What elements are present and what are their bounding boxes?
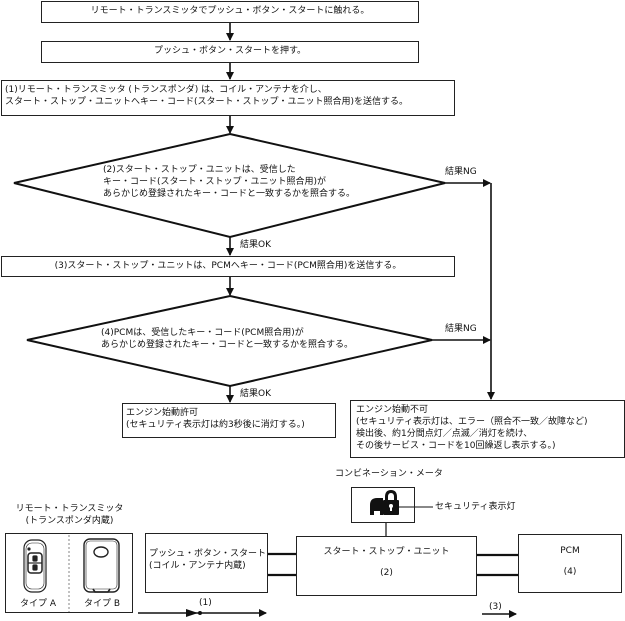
signal-3-label: (3) bbox=[489, 602, 502, 612]
decision4-ok-label: 結果OK bbox=[240, 389, 271, 399]
step-touch-box: リモート・トランスミッタでプッシュ・ボタン・スタートに触れる。 bbox=[41, 1, 419, 23]
decision2-line3: あらかじめ登録されたキー・コードと一致するかを照合する。 bbox=[103, 189, 356, 199]
type-a-label: タイプ A bbox=[19, 599, 57, 609]
step3-text: (3)スタート・ストップ・ユニットは、PCMへキー・コード(PCM照合用)を送信… bbox=[54, 261, 402, 271]
step3-box: (3)スタート・ストップ・ユニットは、PCMへキー・コード(PCM照合用)を送信… bbox=[1, 256, 455, 277]
engine-ng-line3: 検出後、約1分間点灯／点滅／消灯を続け、 bbox=[356, 429, 533, 439]
engine-ok-box: エンジン始動許可 (セキュリティ表示灯は約3秒後に消灯する。) bbox=[122, 403, 336, 438]
step1-line2: スタート・ストップ・ユニットへキー・コード(スタート・ストップ・ユニット照合用)… bbox=[5, 97, 409, 107]
type-b-label: タイプ B bbox=[83, 599, 121, 609]
remote-transmitter-box bbox=[5, 533, 133, 613]
ssu-number: (2) bbox=[380, 568, 393, 578]
security-lamp-label: セキュリティ表示灯 bbox=[435, 502, 516, 512]
engine-ng-box: エンジン始動不可 (セキュリティ表示灯は、エラー（照合不一致／故障など) 検出後… bbox=[350, 400, 625, 458]
step-press-box: プッシュ・ボタン・スタートを押す。 bbox=[41, 41, 419, 63]
engine-ng-line4: その後サービス・コードを10回繰返し表示する。) bbox=[356, 441, 556, 451]
decision4-ng-label: 結果NG bbox=[445, 324, 477, 334]
engine-ok-line2: (セキュリティ表示灯は約3秒後に消灯する。) bbox=[126, 420, 305, 430]
pcm-label: PCM bbox=[560, 546, 580, 556]
combination-meter-box bbox=[351, 487, 415, 523]
engine-ng-line2: (セキュリティ表示灯は、エラー（照合不一致／故障など) bbox=[356, 417, 588, 427]
decision4-line2: あらかじめ登録されたキー・コードと一致するかを照合する。 bbox=[101, 340, 354, 350]
push-button-start-box: プッシュ・ボタン・スタート (コイル・アンテナ内蔵) bbox=[145, 533, 268, 593]
car-lock-icon bbox=[370, 490, 399, 515]
signal-1-label: (1) bbox=[199, 598, 212, 608]
signal-arrow-1-mid-head bbox=[186, 609, 198, 617]
step1-box: (1)リモート・トランスミッタ (トランスポンダ) は、コイル・アンテナを介し、… bbox=[1, 80, 455, 116]
signal-arrow-1-dot bbox=[198, 611, 202, 615]
push-button-line2: (コイル・アンテナ内蔵) bbox=[149, 561, 246, 571]
start-stop-unit-box: スタート・ストップ・ユニット (2) bbox=[296, 536, 477, 596]
pcm-number: (4) bbox=[563, 567, 577, 577]
remote-title-line1: リモート・トランスミッタ bbox=[15, 504, 124, 514]
pcm-box: PCM (4) bbox=[518, 534, 622, 593]
step-touch-text: リモート・トランスミッタでプッシュ・ボタン・スタートに触れる。 bbox=[90, 6, 370, 16]
decision2-line2: キー・コード(スタート・ストップ・ユニット照合用)が bbox=[103, 177, 327, 187]
decision4-line1: (4)PCMは、受信したキー・コード(PCM照合用)が bbox=[101, 328, 304, 338]
remote-title-line2: (トランスポンダ内蔵) bbox=[25, 516, 114, 526]
step-press-text: プッシュ・ボタン・スタートを押す。 bbox=[153, 46, 307, 56]
key-fob-type-a-icon bbox=[23, 539, 47, 593]
push-button-line1: プッシュ・ボタン・スタート bbox=[149, 549, 267, 559]
engine-ng-line1: エンジン始動不可 bbox=[356, 405, 429, 415]
decision2-ok-label: 結果OK bbox=[240, 240, 271, 250]
decision2-ng-label: 結果NG bbox=[445, 167, 477, 177]
engine-ok-line1: エンジン始動許可 bbox=[126, 408, 199, 418]
key-fob-type-b-icon bbox=[83, 538, 120, 593]
decision2-line1: (2)スタート・ストップ・ユニットは、受信した bbox=[103, 165, 296, 175]
step1-line1: (1)リモート・トランスミッタ (トランスポンダ) は、コイル・アンテナを介し、 bbox=[5, 85, 327, 95]
meter-title: コンビネーション・メータ bbox=[335, 469, 443, 479]
ssu-label: スタート・ストップ・ユニット bbox=[323, 547, 450, 557]
